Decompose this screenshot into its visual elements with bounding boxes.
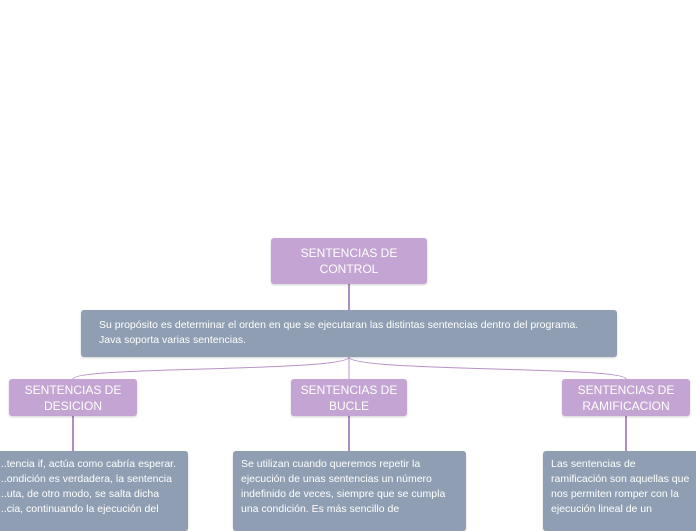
- branch-loop-description[interactable]: Se utilizan cuando queremos repetir la e…: [233, 451, 466, 531]
- branch-branching-label: SENTENCIAS DE RAMIFICACION: [577, 382, 675, 413]
- branch-loop-topic[interactable]: SENTENCIAS DE BUCLE: [291, 379, 407, 416]
- root-topic[interactable]: SENTENCIAS DE CONTROL: [271, 238, 427, 284]
- connector-lines: [72, 284, 627, 451]
- branch-branching-topic[interactable]: SENTENCIAS DE RAMIFICACION: [562, 379, 690, 416]
- branch-decision-description-text: ...tencia if, actúa como cabría esperar.…: [0, 458, 177, 515]
- branch-loop-label: SENTENCIAS DE BUCLE: [300, 382, 398, 413]
- root-topic-label: SENTENCIAS DE CONTROL: [300, 246, 398, 276]
- branch-loop-description-text: Se utilizan cuando queremos repetir la e…: [241, 458, 446, 515]
- branch-branching-description-text: Las sentencias de ramificación son aquel…: [551, 458, 690, 515]
- summary-text: Su propósito es determinar el orden en q…: [99, 319, 579, 346]
- branch-branching-description[interactable]: Las sentencias de ramificación son aquel…: [543, 451, 696, 531]
- branch-decision-topic[interactable]: SENTENCIAS DE DESICION: [9, 379, 137, 416]
- connector-summary-to-branching: [348, 356, 627, 380]
- branch-decision-label: SENTENCIAS DE DESICION: [24, 382, 122, 413]
- summary-node[interactable]: Su propósito es determinar el orden en q…: [81, 310, 617, 357]
- branch-decision-description[interactable]: ...tencia if, actúa como cabría esperar.…: [0, 451, 188, 531]
- connector-summary-to-decision: [72, 356, 350, 380]
